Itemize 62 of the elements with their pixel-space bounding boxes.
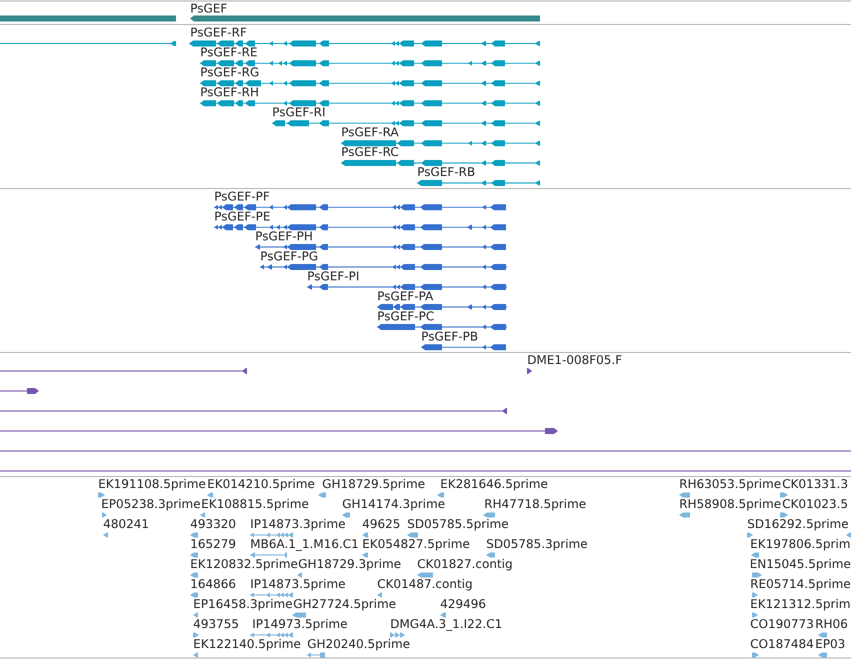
est-name: EK122140.5prime [194, 638, 300, 650]
est-name: DMG4A.3_1.I22.C1 [391, 619, 502, 631]
est-name: EK191108.5prime [99, 478, 206, 490]
est-name: GH20240.5prime [308, 638, 410, 650]
est-name: EK197806.5prim [751, 538, 850, 550]
est-name: CK01331.3 [782, 479, 848, 488]
est-name: 165279 [192, 539, 236, 548]
read-name: DME1-008F05.F [528, 355, 622, 364]
est-name: EK281646.5prime [441, 478, 548, 490]
gene-name: PsGEF [191, 4, 227, 13]
est-name: 49625 [362, 519, 400, 528]
est-name: SD16292.5prime [748, 518, 848, 530]
est-name: GH18729.5prime [322, 478, 424, 490]
protein-name: PsGEF-PH [256, 231, 312, 240]
protein-name: PsGEF-PB [422, 332, 478, 341]
transcript-name: PsGEF-RA [342, 127, 399, 136]
est-name: GH14174.3prime [342, 498, 444, 510]
est-name: GH27724.5prime [294, 598, 396, 610]
est-name: CK01023.5 [782, 499, 848, 508]
transcript-name: PsGEF-RG [201, 67, 258, 76]
est-name: 164866 [192, 579, 236, 588]
est-name: RH58908.5prime [680, 498, 780, 510]
est-name: EP03 [816, 639, 844, 648]
est-name: MB6A.1_1.M16.C1 [251, 539, 358, 551]
protein-name: PsGEF-PA [378, 291, 434, 300]
protein-name: PsGEF-PG [261, 251, 318, 260]
transcript-name: PsGEF-RB [418, 167, 474, 176]
est-name: EK108815.5prime [202, 498, 308, 510]
est-name: CO190773 [750, 619, 813, 628]
est-name: RH06 [816, 619, 848, 628]
est-name: CK01827.contig [418, 558, 512, 570]
protein-name: PsGEF-PI [308, 271, 358, 280]
est-name: 480241 [104, 519, 148, 528]
est-name: CK01487.contig [378, 578, 472, 590]
est-name: GH18729.3prime [298, 558, 400, 570]
est-name: CO187484 [750, 639, 814, 648]
est-name: EP05238.3prime [102, 498, 200, 510]
est-name: 493755 [194, 619, 238, 628]
est-name: RE05714.5prime [751, 578, 850, 590]
est-name: EK054827.5prime [363, 538, 470, 550]
protein-name: PsGEF-PF [215, 192, 270, 201]
transcript-name: PsGEF-RI [273, 107, 324, 116]
est-name: RH47718.5prime [485, 498, 586, 510]
est-name: IP14873.5prime [251, 578, 345, 590]
est-name: EK121312.5prim [751, 598, 850, 610]
est-name: EK120832.5prime [191, 558, 298, 570]
transcript-name: PsGEF-RC [342, 147, 398, 156]
transcript-name: PsGEF-RH [201, 87, 258, 96]
est-name: SD05785.5prime [408, 518, 508, 530]
transcript-name: PsGEF-RE [201, 47, 257, 56]
est-name: 493320 [190, 519, 236, 528]
est-name: RH63053.5prime [680, 478, 780, 490]
est-name: IP14873.3prime [251, 518, 345, 530]
est-name: IP14973.5prime [253, 618, 347, 630]
est-name: SD05785.3prime [487, 538, 587, 550]
transcript-name: PsGEF-RF [191, 28, 246, 37]
est-name: EK014210.5prime [208, 478, 314, 490]
est-name: EP16458.3prime [194, 598, 292, 610]
est-name: 429496 [440, 599, 486, 608]
est-name: EN15045.5prime [750, 558, 850, 570]
protein-name: PsGEF-PE [215, 212, 270, 221]
protein-name: PsGEF-PC [378, 311, 434, 320]
